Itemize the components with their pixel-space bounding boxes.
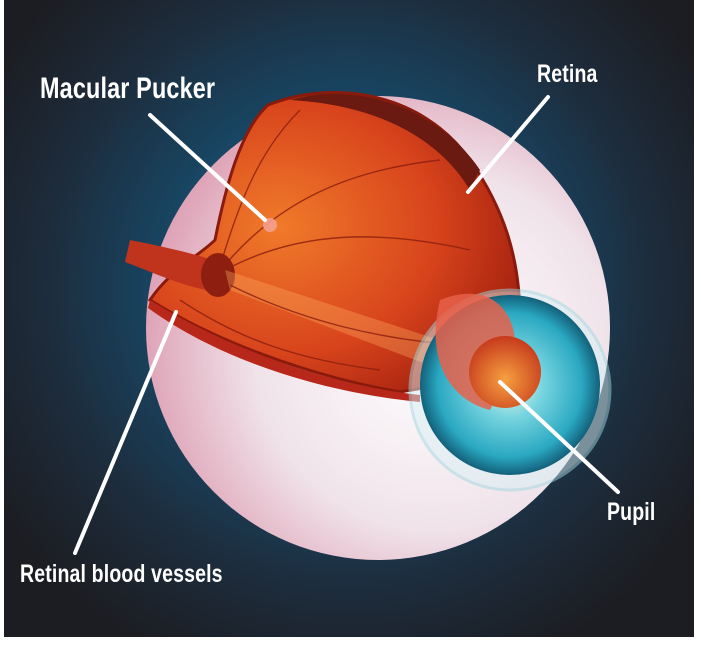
pointer-lines	[73, 95, 620, 555]
label-macular-pucker: Macular Pucker	[40, 72, 216, 105]
label-retina: Retina	[537, 60, 598, 88]
label-retinal-blood-vessels: Retinal blood vessels	[20, 560, 223, 588]
macular-pucker-spot	[263, 218, 277, 232]
retina-interior	[147, 91, 522, 394]
macular-pucker-pointer	[148, 113, 267, 222]
pupil-pointer	[498, 380, 620, 494]
label-pupil: Pupil	[607, 498, 656, 526]
retinal-blood-vessels-pointer	[73, 310, 178, 555]
pupil	[469, 336, 541, 408]
retina-layer	[290, 93, 480, 190]
retina-pointer	[466, 95, 550, 194]
optic-nerve	[125, 240, 222, 292]
lower-rim	[148, 300, 420, 402]
